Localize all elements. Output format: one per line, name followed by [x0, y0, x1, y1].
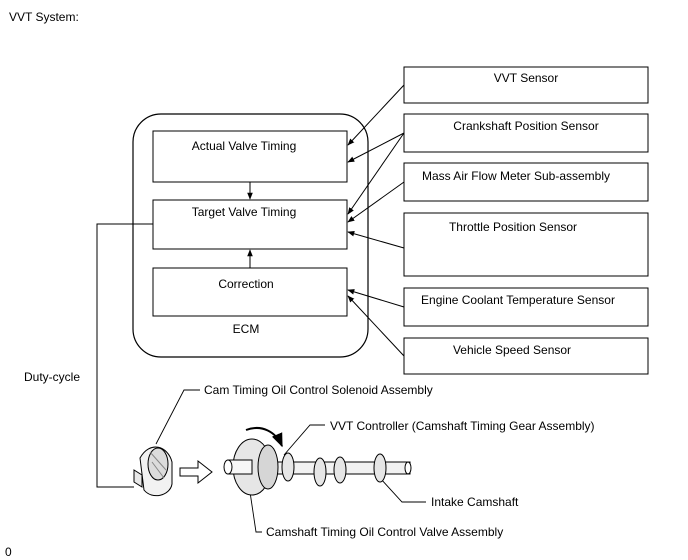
- part-label-valve: Camshaft Timing Oil Control Valve Assemb…: [266, 525, 503, 539]
- flow-arrow: [179, 459, 213, 485]
- sensor-label-maf: Mass Air Flow Meter Sub-assembly: [422, 169, 610, 183]
- target-valve-timing-label: Target Valve Timing: [192, 205, 297, 219]
- duty-cycle-line: [96, 223, 153, 488]
- ecm-label: ECM: [233, 322, 260, 336]
- sensor-arrows: [347, 84, 405, 357]
- sensor-label-vvt: VVT Sensor: [494, 71, 558, 85]
- diagram-title: VVT System:: [9, 10, 79, 24]
- solenoid-illustration: [133, 446, 173, 497]
- part-label-camshaft: Intake Camshaft: [431, 495, 519, 509]
- part-label-controller: VVT Controller (Camshaft Timing Gear Ass…: [330, 419, 595, 433]
- sensor-label-throttle: Throttle Position Sensor: [449, 220, 577, 234]
- leader-lines: [155, 389, 426, 533]
- rotation-arrow: [245, 427, 283, 448]
- duty-cycle-label: Duty-cycle: [24, 370, 80, 384]
- part-label-solenoid: Cam Timing Oil Control Solenoid Assembly: [204, 383, 433, 397]
- correction-label: Correction: [218, 277, 273, 291]
- sensor-box-throttle: [403, 212, 649, 277]
- camshaft-illustration: [223, 438, 412, 496]
- sensor-label-coolant: Engine Coolant Temperature Sensor: [421, 293, 615, 307]
- sensor-label-speed: Vehicle Speed Sensor: [453, 343, 571, 357]
- page-marker: 0: [5, 545, 12, 559]
- correction-box: [152, 267, 348, 317]
- ecm-box: [132, 113, 369, 358]
- actual-valve-timing-label: Actual Valve Timing: [192, 139, 297, 153]
- sensor-label-crankshaft: Crankshaft Position Sensor: [453, 119, 598, 133]
